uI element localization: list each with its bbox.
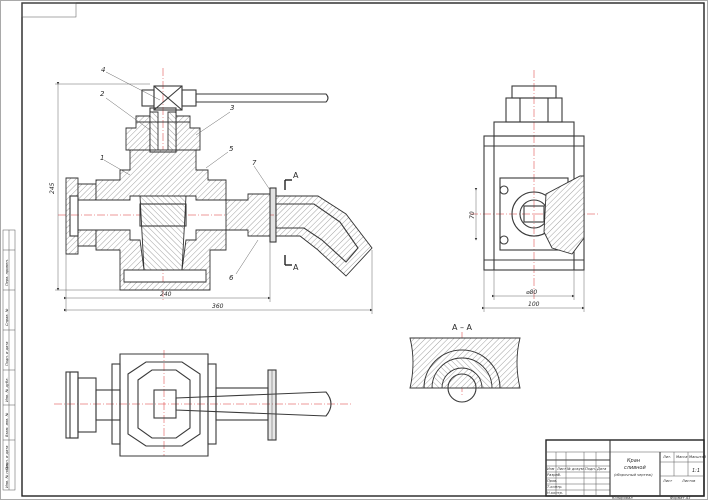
role-label-5: Н.контр. [547, 491, 563, 495]
part-label-1: 1 [100, 154, 104, 162]
rev-header-3: № докум. [566, 467, 585, 471]
strip-cell-5: Взам. инв. № [5, 412, 9, 437]
title-line-3: (сборочный чертеж) [614, 473, 653, 477]
dim-height: 245 [49, 182, 56, 194]
rev-header-2: Лист [556, 467, 567, 471]
dim-length-inner: 240 [160, 291, 172, 298]
rev-header-4: Подп. [585, 467, 596, 471]
col-sheet: Лист [662, 479, 673, 483]
rev-header-5: Дата [596, 467, 606, 471]
rev-header-1: Изм [547, 467, 555, 471]
col-scale: Масштаб [689, 455, 707, 459]
dim-side-bolt: 70 [469, 211, 476, 219]
part-label-6: 6 [229, 274, 234, 282]
strip-cell-2: Справ. № [5, 308, 9, 326]
part-label-4: 4 [101, 66, 105, 74]
strip-cell-3: Подп. и дата [5, 342, 9, 366]
section-a-a-view: A – A [409, 323, 521, 403]
format-label: Формат А3 [670, 496, 691, 500]
title-line-2: сливной [624, 465, 646, 471]
role-label-2: Пров. [547, 479, 557, 483]
side-view: 70 ⌀80 100 [469, 70, 600, 312]
col-sheets: Листов [681, 479, 695, 483]
dim-length-total: 360 [212, 303, 224, 310]
role-label-1: Разраб. [547, 473, 561, 477]
title-line-1: Кран [627, 458, 641, 464]
title-block: Изм Лист № докум. Подп. Дата Разраб. Про… [545, 439, 707, 500]
part-label-5: 5 [229, 145, 234, 153]
dim-side-inner: ⌀80 [526, 289, 537, 296]
strip-cell-6: Подп. и дата [5, 446, 9, 470]
col-lit: Лит. [662, 455, 671, 459]
strip-cell-1: Перв. примен. [5, 259, 9, 286]
section-mark-bottom: A [293, 263, 299, 272]
part-label-3: 3 [230, 104, 234, 112]
col-mass: Масса [676, 455, 687, 459]
scale-value: 1:1 [692, 468, 700, 474]
strip-cell-4: Инв. № дубл. [5, 377, 9, 402]
copied-label: Копировал [612, 496, 633, 500]
part-label-2: 2 [100, 90, 105, 98]
section-mark-top: A [293, 171, 299, 180]
dim-side-total: 100 [528, 301, 540, 308]
top-view [54, 350, 352, 457]
left-margin-strip: Перв. примен. Справ. № Подп. и дата Инв.… [2, 229, 16, 491]
role-label-3: Т.контр. [547, 485, 563, 489]
front-section-view: A A 4 2 3 1 5 7 6 245 240 360 [49, 66, 373, 314]
part-label-7: 7 [252, 159, 257, 167]
strip-cell-7: Инв. № подл. [5, 463, 9, 488]
section-view-title: A – A [452, 323, 473, 332]
